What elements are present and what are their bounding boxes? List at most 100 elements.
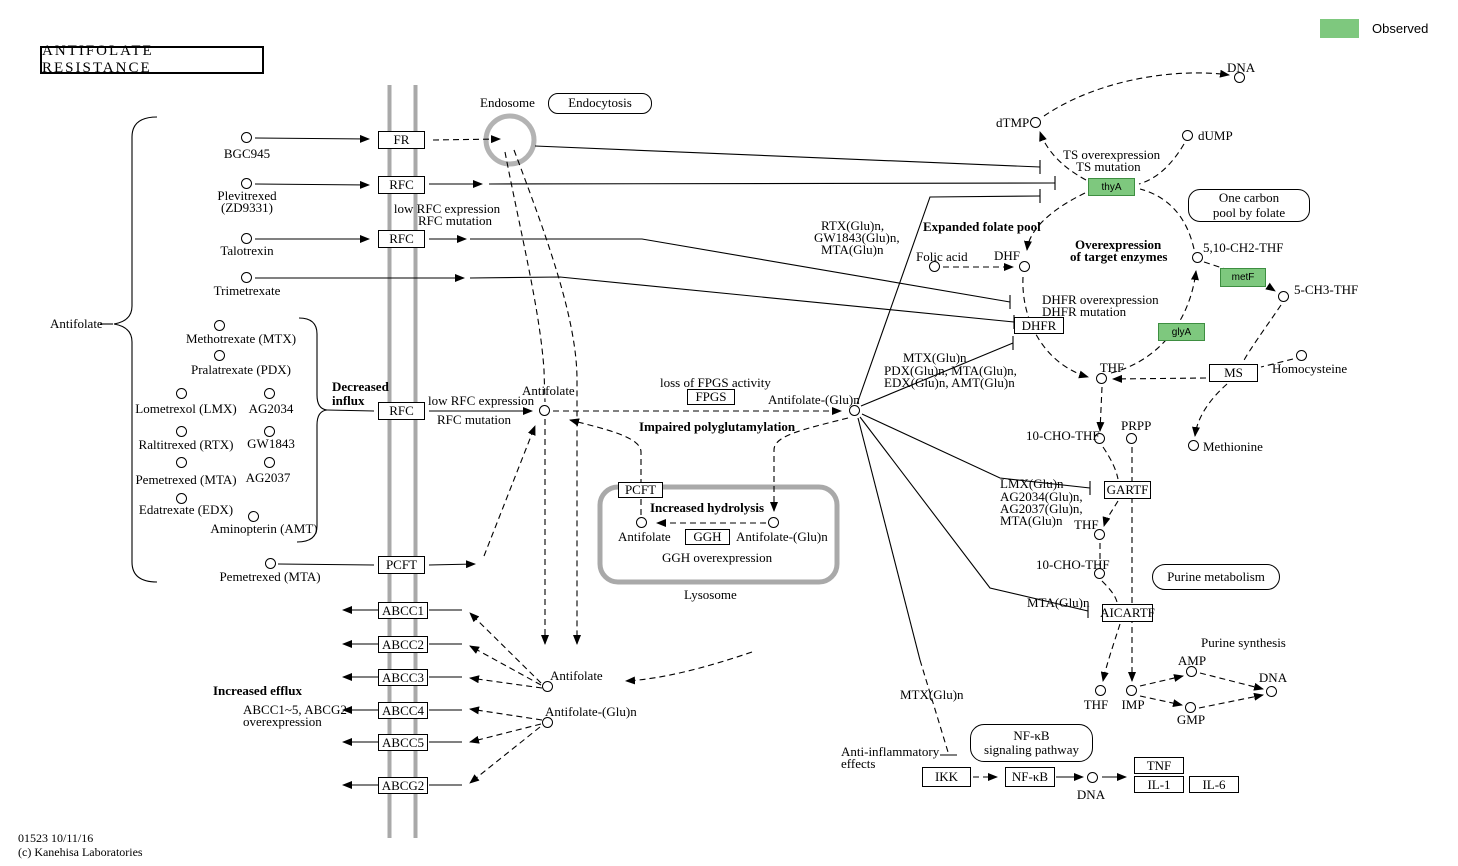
compound-circle-dhf[interactable] [1019, 261, 1030, 272]
gene-box-metf-observed[interactable]: metF [1220, 268, 1266, 287]
compound-circle-prpp[interactable] [1126, 433, 1137, 444]
compound-circle-methotrexate[interactable] [214, 320, 225, 331]
drug-label-aminopterin: Aminopterin (AMT) [210, 521, 318, 536]
compound-circle-folic-acid[interactable] [929, 261, 940, 272]
drug-group-brace [296, 317, 328, 543]
compound-circle-gw1843[interactable] [264, 426, 275, 437]
gene-box-ikk[interactable]: IKK [922, 767, 971, 787]
gene-box-dhfr[interactable]: DHFR [1014, 317, 1064, 334]
compound-circle-bgc945[interactable] [241, 132, 252, 143]
gene-box-abcg2[interactable]: ABCG2 [378, 777, 428, 794]
ag2037-glun-label: AG2037(Glu)n, [1000, 501, 1083, 516]
compound-circle-pemetrexed[interactable] [176, 457, 187, 468]
compound-circle-raltitrexed[interactable] [176, 426, 187, 437]
page-title: ANTIFOLATE RESISTANCE [42, 43, 154, 76]
gene-box-abcc2[interactable]: ABCC2 [378, 636, 428, 653]
ch2-thf-label: 5,10-CH2-THF [1203, 240, 1284, 255]
compound-circle-talotrexin[interactable] [241, 233, 252, 244]
increased-hydrolysis-label: Increased hydrolysis [650, 500, 765, 515]
gene-box-il1[interactable]: IL-1 [1134, 776, 1184, 793]
compound-circle-antifolate-glun-lysosome[interactable] [768, 517, 779, 528]
gene-box-abcc3[interactable]: ABCC3 [378, 669, 428, 686]
gene-box-glya-observed[interactable]: glyA [1158, 323, 1205, 341]
compound-circle-ch3-thf[interactable] [1278, 291, 1289, 302]
antifolate-glun-lysosome-label: Antifolate-(Glu)n [736, 529, 828, 544]
pathway-box-nfkb-signaling[interactable]: NF-κB signaling pathway [970, 724, 1093, 762]
compound-circle-imp[interactable] [1126, 685, 1137, 696]
compound-circle-antifolate-cytosol[interactable] [539, 405, 550, 416]
gene-box-abcc5[interactable]: ABCC5 [378, 734, 428, 751]
drug-label-methotrexate: Methotrexate (MTX) [185, 331, 297, 346]
gene-box-pcft-lysosome[interactable]: PCFT [618, 482, 663, 498]
compound-circle-dump[interactable] [1182, 130, 1193, 141]
drug-label-raltitrexed: Raltitrexed (RTX) [138, 437, 234, 452]
gene-box-rfc-2[interactable]: RFC [378, 230, 425, 248]
amp-label: AMP [1177, 653, 1207, 668]
gene-box-aicartf[interactable]: AICARTF [1100, 604, 1155, 622]
gene-box-tnf[interactable]: TNF [1134, 757, 1184, 774]
compound-circle-cho-thf-1[interactable] [1094, 433, 1105, 444]
gene-box-fr[interactable]: FR [378, 131, 425, 149]
mta-glun-label-c: MTA(Glu)n [1027, 595, 1090, 610]
gene-box-pcft[interactable]: PCFT [378, 556, 425, 574]
homocysteine-label: Homocysteine [1272, 361, 1348, 376]
compound-circle-dna-nfkb[interactable] [1087, 772, 1098, 783]
thf-bottom-label: THF [1083, 697, 1109, 712]
dump-label: dUMP [1198, 128, 1233, 143]
thf-mid-label: THF [1074, 517, 1099, 532]
methionine-label: Methionine [1203, 439, 1263, 454]
compound-circle-ch2-thf[interactable] [1192, 252, 1203, 263]
compound-circle-edatrexate[interactable] [176, 493, 187, 504]
gene-box-abcc4[interactable]: ABCC4 [378, 702, 428, 719]
compound-circle-homocysteine[interactable] [1296, 350, 1307, 361]
anti-inflammatory-label-1: Anti-inflammatory [841, 744, 940, 759]
compound-circle-gmp[interactable] [1185, 702, 1196, 713]
gene-box-rfc-1[interactable]: RFC [378, 176, 425, 194]
compound-circle-plevitrexed[interactable] [241, 178, 252, 189]
compound-circle-cho-thf-2[interactable] [1094, 568, 1105, 579]
gene-box-gartf[interactable]: GARTF [1104, 481, 1151, 499]
compound-circle-thf-mid[interactable] [1094, 529, 1105, 540]
compound-circle-antifolate-efflux[interactable] [542, 681, 553, 692]
abcc-overexpression-2: overexpression [243, 714, 322, 729]
compound-circle-pralatrexate[interactable] [214, 350, 225, 361]
drug-label-bgc945: BGC945 [223, 146, 271, 161]
gene-box-ms[interactable]: MS [1209, 364, 1258, 382]
increased-efflux-label: Increased efflux [213, 683, 302, 698]
compound-circle-dtmp[interactable] [1030, 117, 1041, 128]
compound-circle-lometrexol[interactable] [176, 388, 187, 399]
ts-overexpression-label: TS overexpression [1063, 147, 1161, 162]
drug-label-zd9331: (ZD9331) [221, 200, 273, 215]
compound-circle-dna-top[interactable] [1234, 72, 1245, 83]
ggh-overexpression-label: GGH overexpression [662, 550, 773, 565]
compound-circle-aminopterin[interactable] [248, 511, 259, 522]
compound-circle-methionine[interactable] [1188, 440, 1199, 451]
compound-circle-antifolate-lysosome[interactable] [636, 517, 647, 528]
rfc-mutation-mid: RFC mutation [437, 412, 512, 427]
overexpression-label-2: of target enzymes [1070, 249, 1168, 264]
gene-box-thya-observed[interactable]: thyA [1088, 178, 1135, 196]
compound-circle-ag2037[interactable] [264, 457, 275, 468]
pathway-box-one-carbon-pool[interactable]: One carbon pool by folate [1188, 189, 1310, 222]
gene-box-rfc-3[interactable]: RFC [378, 402, 425, 420]
gene-box-fpgs[interactable]: FPGS [687, 389, 735, 405]
compound-circle-pemetrexed-pcft[interactable] [265, 558, 276, 569]
gene-box-ggh[interactable]: GGH [685, 529, 730, 545]
pathway-box-purine-metabolism[interactable]: Purine metabolism [1152, 564, 1280, 590]
compound-circle-thf-top[interactable] [1096, 373, 1107, 384]
compound-circle-trimetrexate[interactable] [241, 272, 252, 283]
endosome-label: Endosome [480, 95, 535, 110]
compound-circle-amp[interactable] [1186, 666, 1197, 677]
gene-box-abcc1[interactable]: ABCC1 [378, 602, 428, 619]
compound-circle-antifolate-glun-efflux[interactable] [542, 717, 553, 728]
compound-circle-ag2034[interactable] [264, 388, 275, 399]
dhfr-overexpression-label: DHFR overexpression [1042, 292, 1159, 307]
compound-circle-dna-purine[interactable] [1266, 686, 1277, 697]
gene-box-nfkb[interactable]: NF-κB [1005, 767, 1055, 787]
expanded-folate-pool-label: Expanded folate pool [923, 219, 1041, 234]
ts-mutation-label: TS mutation [1076, 159, 1141, 174]
compound-circle-thf-bottom[interactable] [1095, 685, 1106, 696]
gene-box-il6[interactable]: IL-6 [1189, 776, 1239, 793]
compound-circle-antifolate-glun-cytosol[interactable] [849, 405, 860, 416]
pathway-box-endocytosis[interactable]: Endocytosis [548, 93, 652, 114]
